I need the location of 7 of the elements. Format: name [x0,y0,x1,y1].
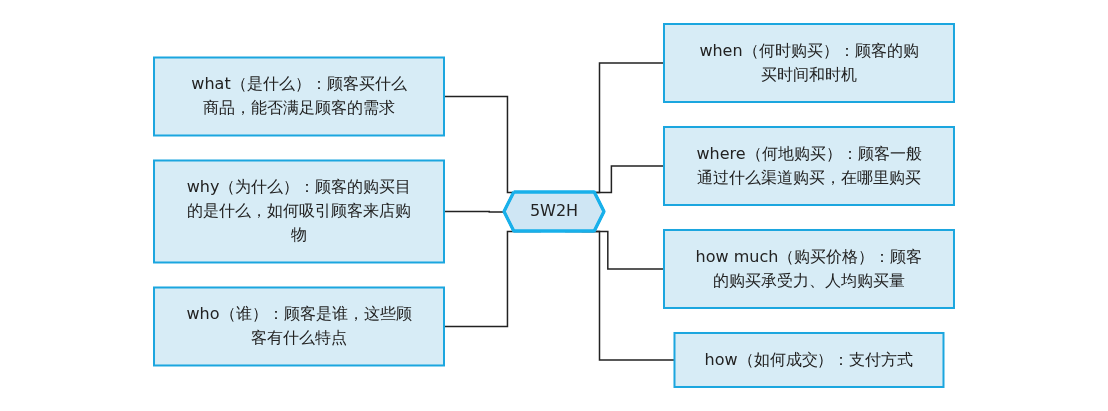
node-box [153,286,445,367]
node-box [673,332,945,388]
node-box [153,56,445,137]
node-box [663,126,955,206]
node-box [663,23,955,103]
node-box [153,159,445,264]
node-box [663,229,955,309]
